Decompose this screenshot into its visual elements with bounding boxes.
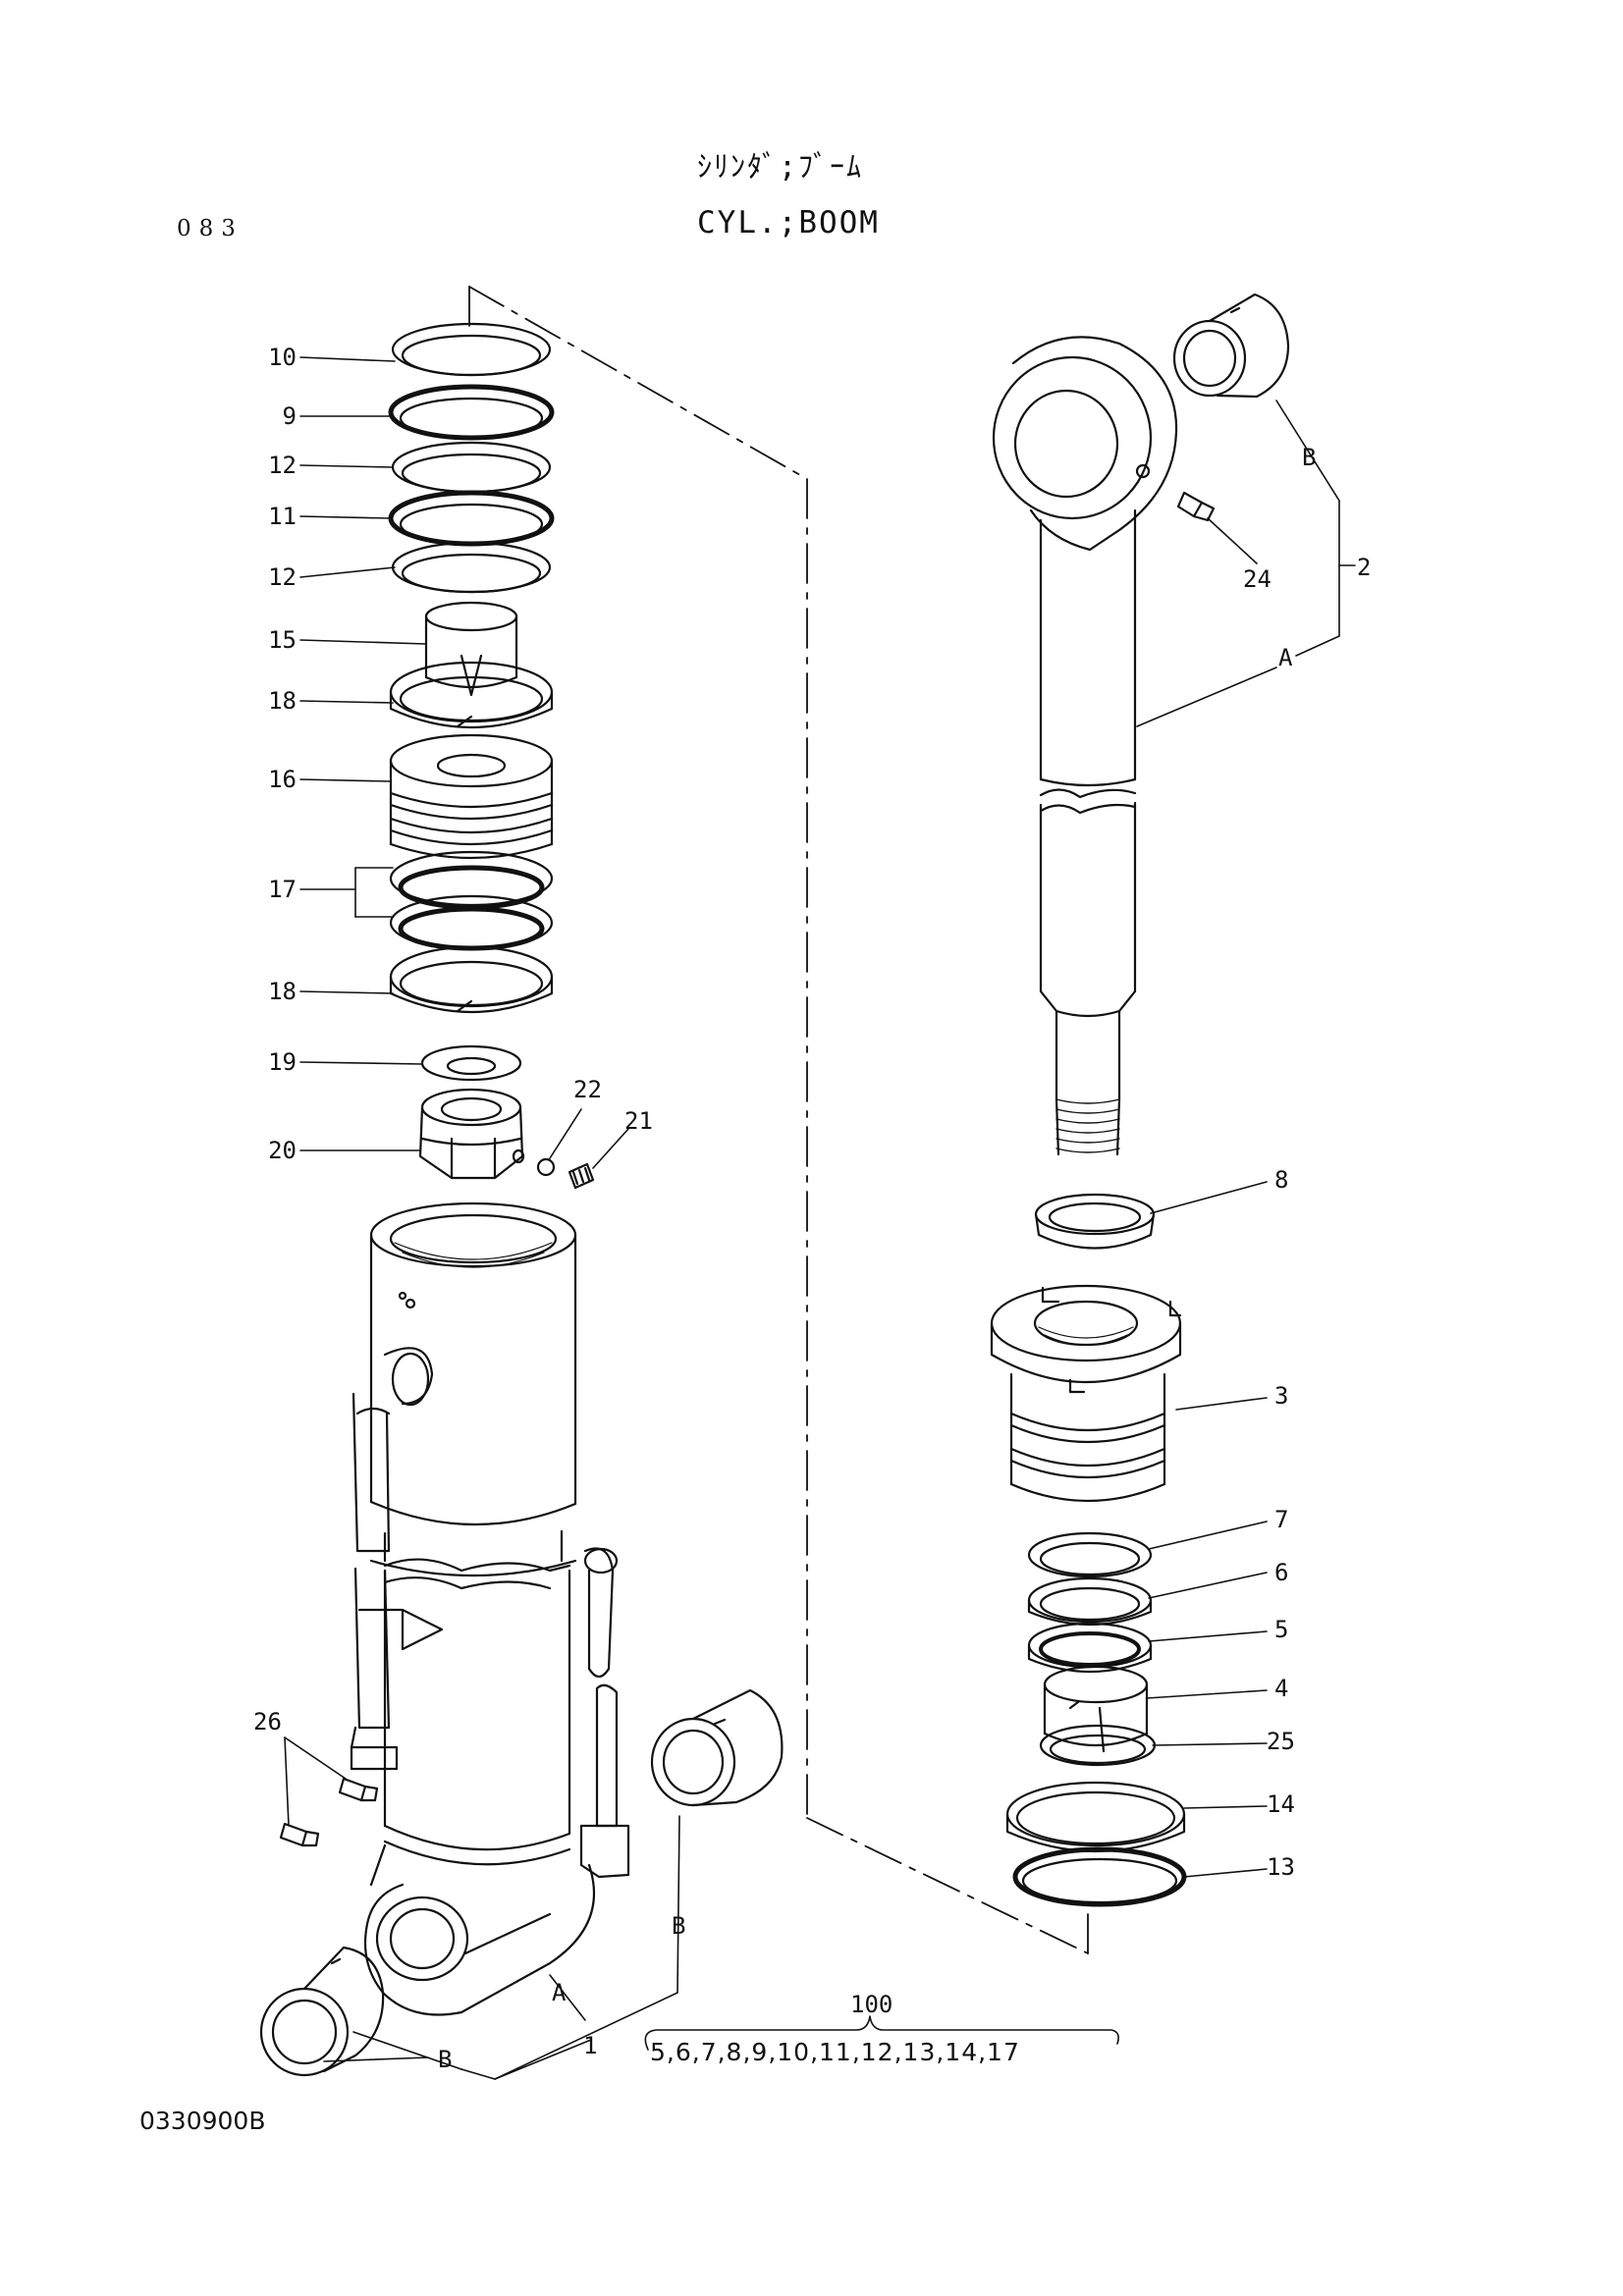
callout-4: 4 [1274,1675,1289,1702]
wear-ring-18-upper [389,661,554,729]
backup-ring-9 [388,384,555,441]
callout-14: 14 [1267,1790,1295,1818]
callout-19: 19 [268,1048,297,1076]
callout-11: 11 [268,503,297,530]
kit-brace [644,2015,1119,2051]
callout-15: 15 [268,626,297,654]
kit-number: 100 [850,1991,893,2018]
callout-25: 25 [1267,1728,1295,1755]
page-number: 083 [177,216,243,241]
rod-cover-3 [990,1284,1182,1502]
backup-ring-7 [1027,1531,1153,1578]
callout-2: 2 [1357,554,1372,581]
set-screw-21 [568,1162,595,1190]
backup-ring-12-lower [391,541,552,594]
callout-24: 24 [1243,565,1271,593]
callout-6: 6 [1274,1559,1289,1586]
assembly-axis-line [468,286,1089,1954]
piston-nut-20 [418,1088,525,1180]
cushion-ring-15 [424,601,518,697]
callout-22: 22 [573,1076,602,1103]
callout-5: 5 [1274,1616,1289,1643]
ref-b-rod: B [1302,444,1317,471]
grease-fitting-24 [1176,491,1216,522]
u-ring-6 [1027,1576,1153,1627]
wear-ring-18-lower [389,945,554,1014]
callout-18-lower: 18 [268,978,297,1005]
ref-b-tube: B [672,1912,686,1940]
bushing-tube-lower [259,1946,385,2077]
callout-13: 13 [1267,1853,1295,1881]
ref-b-bottom: B [438,2046,453,2073]
buffer-ring-5 [1027,1622,1153,1674]
drawing-code: 0330900B [139,2107,266,2135]
callout-16: 16 [268,766,297,793]
callout-9: 9 [282,402,297,430]
piston-16 [389,733,554,860]
grease-fitting-26 [279,1777,379,1847]
ref-a-rod: A [1278,644,1293,671]
leader-lines [284,356,1356,2080]
callout-20: 20 [268,1137,297,1164]
title-english: CYL.;BOOM [697,205,880,240]
dust-seal-ring-10 [391,322,552,377]
bushing-tube-upper [650,1688,784,1807]
backup-ring-14 [1005,1781,1186,1853]
callout-10: 10 [268,344,297,371]
washer-19 [420,1044,522,1082]
piston-rod-2 [992,336,1178,1156]
callout-8: 8 [1274,1166,1289,1194]
backup-ring-12-upper [391,441,552,494]
callout-17: 17 [268,876,297,903]
callout-12-upper: 12 [268,452,297,479]
kit-item-list: 5,6,7,8,9,10,11,12,13,14,17 [650,2038,1020,2066]
title-japanese: ｼﾘﾝﾀﾞ;ﾌﾞｰﾑ [697,150,864,185]
o-ring-11 [388,490,555,547]
bushing-4 [1043,1665,1149,1753]
callout-7: 7 [1274,1506,1289,1533]
callout-21: 21 [624,1107,653,1135]
steel-ball-22 [536,1157,556,1177]
callout-18-upper: 18 [268,687,297,715]
piston-seal-set-17 [389,850,554,951]
dust-seal-8 [1034,1193,1156,1250]
o-ring-13 [1012,1846,1187,1907]
callout-26: 26 [253,1708,282,1735]
ref-a-tube: A [552,1979,567,2006]
callout-1: 1 [583,2032,598,2059]
bushing-rod [1172,293,1290,399]
callout-12-lower: 12 [268,563,297,591]
callout-3: 3 [1274,1382,1289,1410]
cylinder-tube-1 [350,1201,630,2016]
